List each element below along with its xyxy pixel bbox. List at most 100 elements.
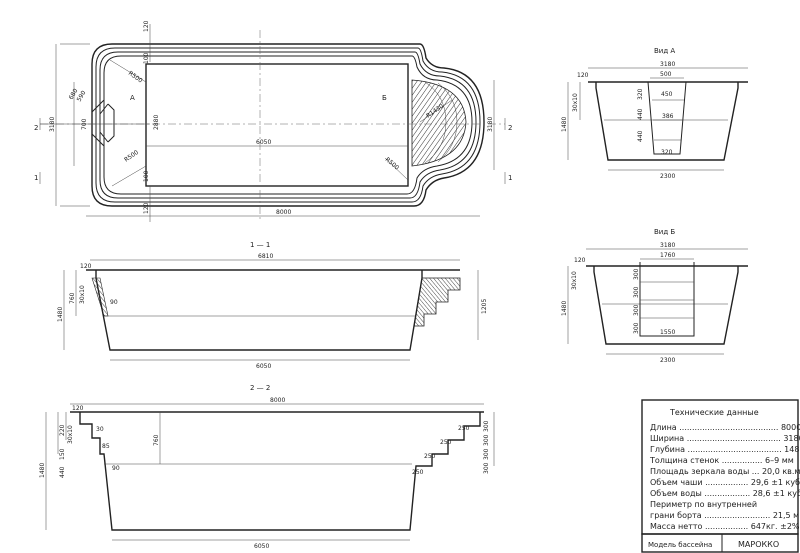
svg-text:30х10: 30х10 (67, 425, 74, 444)
svg-text:150: 150 (59, 448, 66, 460)
svg-text:90: 90 (110, 299, 118, 306)
tech-specs-title: Технические данные (669, 408, 759, 417)
svg-text:300: 300 (483, 448, 490, 460)
section-1-1-wall-hatch-left (91, 277, 109, 317)
spec-row: Глубина ................................… (650, 445, 800, 454)
svg-text:2880: 2880 (153, 115, 160, 130)
svg-text:1480: 1480 (561, 117, 568, 132)
svg-text:300: 300 (483, 462, 490, 474)
svg-text:440: 440 (59, 466, 66, 478)
svg-text:250: 250 (424, 453, 436, 460)
svg-text:120: 120 (80, 263, 92, 270)
svg-text:300: 300 (483, 420, 490, 432)
spec-row: Объем чаши ................. 29,6 ±1 куб… (650, 478, 800, 487)
svg-text:1550: 1550 (660, 329, 675, 336)
spec-row: Масса нетто ................. 647кг. ±2% (650, 522, 800, 531)
svg-text:30х10: 30х10 (79, 285, 86, 304)
view-b-title: Вид Б (654, 228, 675, 236)
plan-label-1-right: 1 (508, 174, 512, 182)
section-1-1: 1 — 1 6810 6050 120 760 30х10 1480 90 12… (57, 241, 488, 370)
svg-text:250: 250 (458, 425, 470, 432)
svg-text:3180: 3180 (660, 242, 675, 249)
spec-row: Периметр по внутренней (650, 500, 757, 509)
svg-text:1205: 1205 (481, 299, 488, 314)
svg-text:300: 300 (633, 304, 640, 316)
svg-text:120: 120 (72, 405, 84, 412)
svg-text:R500: R500 (123, 149, 140, 164)
plan-outline-4 (103, 55, 473, 195)
plan-outline-outer (91, 43, 485, 207)
svg-text:R500: R500 (384, 156, 401, 172)
svg-text:760: 760 (69, 292, 76, 304)
svg-text:30х10: 30х10 (572, 93, 579, 112)
svg-text:700: 700 (81, 118, 88, 130)
view-a-title: Вид А (654, 47, 675, 55)
svg-text:6050: 6050 (256, 363, 271, 370)
plan-niche (91, 99, 115, 147)
spec-row: Объем воды .................. 28,6 ±1 ку… (650, 489, 800, 498)
view-b: Вид Б 3180 1760 1550 2300 120 30х10 1480… (561, 228, 748, 364)
spec-row: грани борта .......................... 2… (650, 511, 799, 520)
svg-text:120: 120 (577, 72, 589, 79)
svg-text:120: 120 (574, 257, 586, 264)
svg-text:2300: 2300 (660, 173, 675, 180)
plan-step-hatch (411, 79, 467, 167)
model-label: Модель бассейна (648, 541, 712, 549)
svg-text:1480: 1480 (39, 463, 46, 478)
svg-text:1480: 1480 (561, 301, 568, 316)
svg-text:6050: 6050 (254, 543, 269, 550)
svg-text:100: 100 (143, 52, 150, 64)
svg-text:300: 300 (633, 268, 640, 280)
svg-text:1480: 1480 (57, 307, 64, 322)
spec-row: Площадь зеркала воды ... 20,0 кв.м (650, 467, 800, 476)
svg-text:760: 760 (153, 434, 160, 446)
section-2-2-title: 2 — 2 (250, 384, 270, 392)
plan-inner-bowl (145, 63, 409, 187)
plan-label-2-right: 2 (508, 124, 512, 132)
svg-text:320: 320 (637, 88, 644, 100)
svg-text:386: 386 (662, 113, 674, 120)
svg-text:440: 440 (637, 130, 644, 142)
svg-text:6810: 6810 (258, 253, 273, 260)
plan-label-1-left: 1 (34, 174, 38, 182)
plan-view: А Б 2 2 1 1 R500 R500 R500 R1430 120 100… (34, 20, 512, 222)
spec-row: Длина ..................................… (650, 423, 800, 432)
svg-text:590: 590 (76, 89, 88, 103)
tech-specs-panel: Технические данные Длина ...............… (641, 399, 800, 553)
svg-text:2300: 2300 (660, 357, 675, 364)
svg-text:100: 100 (143, 170, 150, 182)
svg-text:680: 680 (68, 87, 80, 101)
svg-text:85: 85 (102, 443, 110, 450)
model-name: МАРОККО (738, 540, 779, 549)
svg-text:8000: 8000 (270, 397, 285, 404)
svg-text:30х10: 30х10 (571, 271, 578, 290)
svg-text:220: 220 (59, 424, 66, 436)
svg-text:6050: 6050 (256, 139, 271, 146)
svg-text:R500: R500 (127, 70, 144, 85)
plan-label-2-left: 2 (34, 124, 38, 132)
svg-text:440: 440 (637, 108, 644, 120)
svg-text:120: 120 (143, 202, 150, 214)
svg-text:450: 450 (661, 91, 673, 98)
svg-text:1760: 1760 (660, 252, 675, 259)
svg-text:250: 250 (412, 469, 424, 476)
view-a: Вид А 3180 500 450 386 320 2300 120 30х1… (561, 47, 748, 180)
svg-text:3180: 3180 (49, 117, 56, 132)
section-1-1-steps (413, 277, 461, 327)
svg-text:300: 300 (633, 322, 640, 334)
svg-text:250: 250 (440, 439, 452, 446)
plan-label-a: А (130, 94, 135, 102)
svg-text:3180: 3180 (487, 117, 494, 132)
svg-text:120: 120 (143, 20, 150, 32)
section-1-1-title: 1 — 1 (250, 241, 270, 249)
svg-text:3180: 3180 (660, 61, 675, 68)
svg-text:300: 300 (483, 434, 490, 446)
section-2-2: 2 — 2 8000 6050 120 220 30х10 150 440 14… (39, 384, 495, 550)
svg-text:90: 90 (112, 465, 120, 472)
svg-text:320: 320 (661, 149, 673, 156)
svg-text:500: 500 (660, 71, 672, 78)
spec-row: Толщина стенок ................ 6–9 мм (649, 456, 794, 465)
spec-row: Ширина .................................… (650, 434, 800, 443)
svg-text:300: 300 (633, 286, 640, 298)
